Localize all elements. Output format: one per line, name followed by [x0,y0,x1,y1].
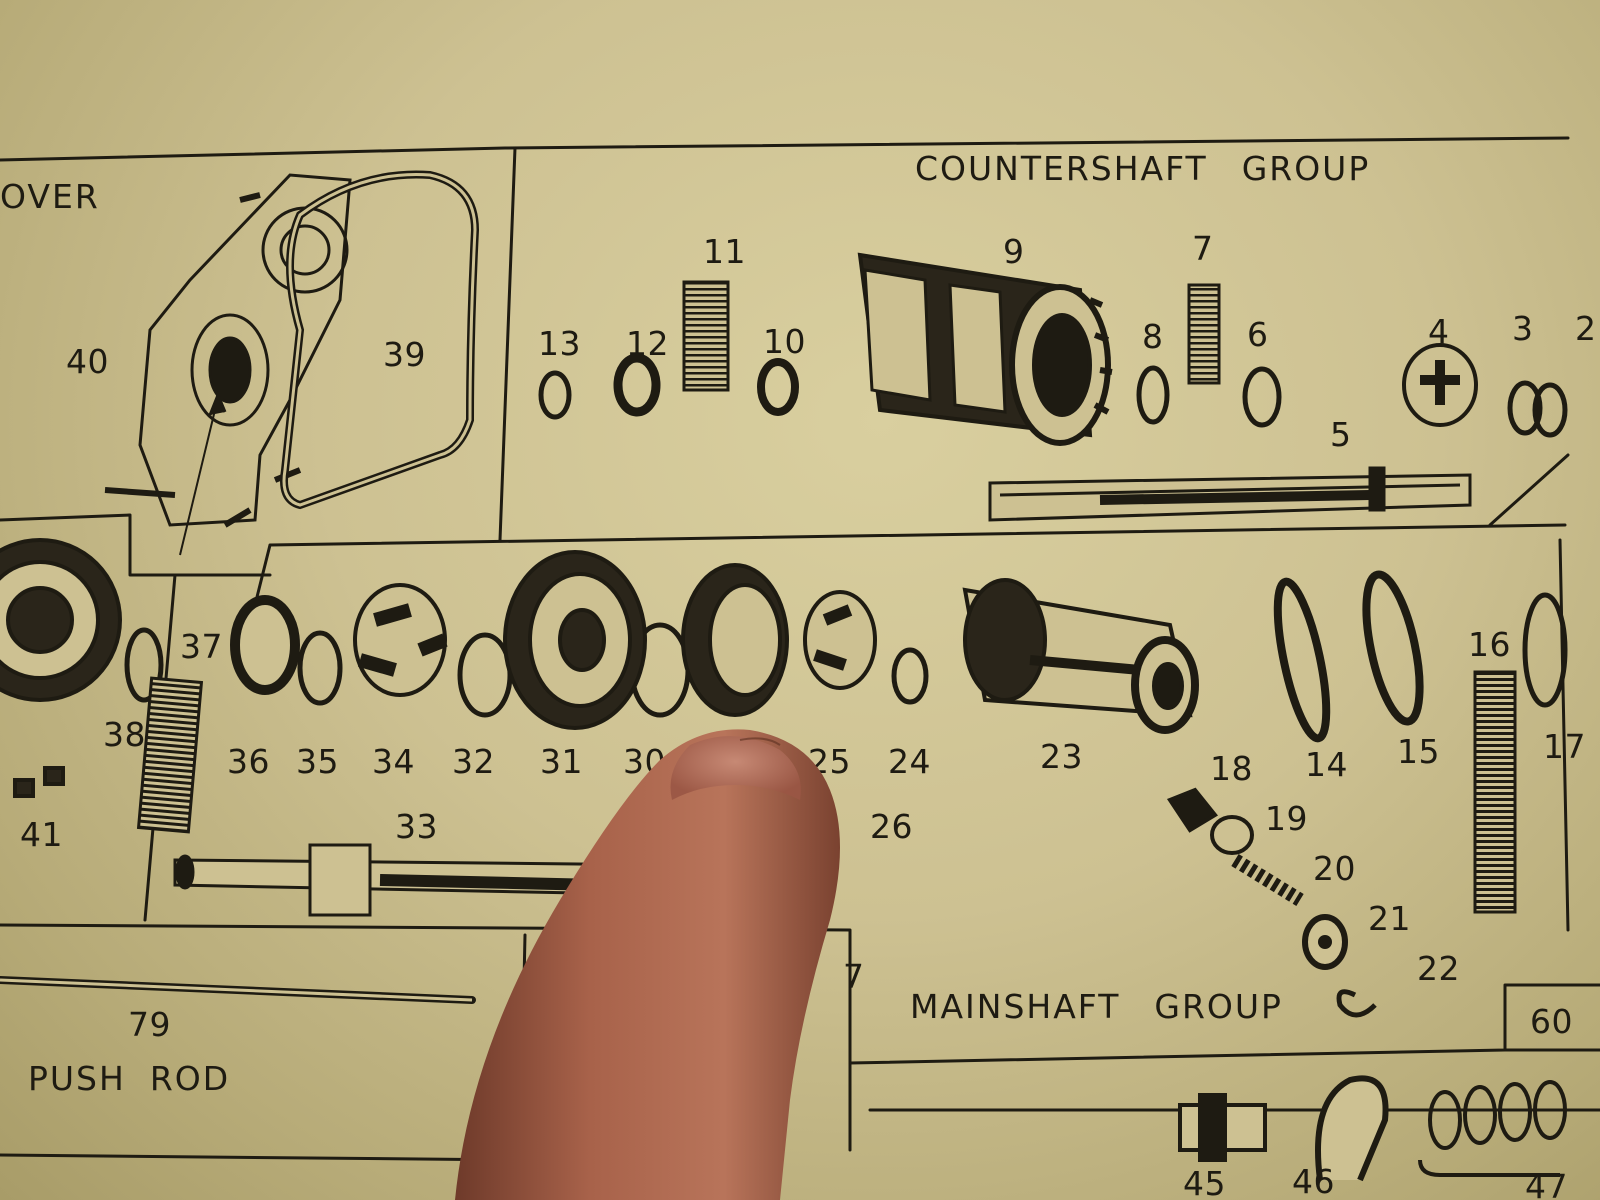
ratchet-gear [1402,343,1478,427]
part-label-46: 46 [1292,1162,1335,1200]
part-label-26: 26 [870,807,913,846]
part-label-23: 23 [1040,737,1083,776]
lower-parts [1178,1075,1567,1182]
part-label-8: 8 [1142,317,1164,356]
part-label-20: 20 [1313,849,1356,888]
part-label-39: 39 [383,335,426,374]
part-label-3: 3 [1512,309,1534,348]
part-label-17: 17 [1543,727,1586,766]
countershaft-group-title: COUNTERSHAFT GROUP [915,152,1370,185]
push-word: PUSH [28,1059,126,1098]
part-label-34: 34 [372,742,415,781]
frame-bottom-line [0,923,852,1152]
part-label-5: 5 [1330,415,1352,454]
mainshaft [173,843,682,917]
selector-quadrant [1315,1075,1389,1182]
mainshaft-gears [353,550,1199,734]
part-label-41: 41 [20,815,63,854]
part-label-7: 7 [1192,229,1214,268]
part-label-35: 35 [296,742,339,781]
countershaft-cluster-gear [857,252,1113,446]
gear-31 [503,550,647,730]
part-label-2: 2 [1575,309,1597,348]
part-label-4: 4 [1428,312,1450,351]
cover-title-partial: OVER [0,177,100,216]
gear-26 [681,563,789,717]
gearbox-inner-cover [104,173,352,556]
dog-clutch-25 [803,590,877,690]
part-label-47: 47 [1525,1167,1568,1200]
gear-sleeve-23 [962,578,1199,734]
frame-divider-countershaft [498,146,517,542]
frame-right-edge [1488,453,1570,932]
part-label-24: 24 [888,742,931,781]
part-label-36: 36 [227,742,270,781]
countershaft-parts [538,280,1568,438]
part-label-40: 40 [66,342,109,381]
mainshaft-group-title: MAINSHAFT GROUP [910,990,1283,1023]
part-label-79: 79 [128,1005,171,1044]
part-label-22: 22 [1417,949,1460,988]
part-label-6: 6 [1247,315,1269,354]
part-label-38: 38 [103,715,146,754]
detent-plunger-parts [1166,787,1348,970]
part-label-19: 19 [1265,799,1308,838]
frame-top-line [0,136,1570,162]
part-label-13: 13 [538,324,581,363]
gearbox-sprocket [0,538,122,798]
frame-mainshaft-lower [848,983,1600,1065]
countershaft-group-word: GROUP [1241,149,1371,188]
frame-left-box [0,513,272,577]
part-label-33: 33 [395,807,438,846]
part-label-21: 21 [1368,899,1411,938]
part-label-60: 60 [1530,1002,1573,1041]
dog-clutch-34 [353,583,448,697]
rod-word: ROD [149,1059,231,1098]
push-rod-title: PUSH ROD [28,1062,230,1095]
part-label-32: 32 [452,742,495,781]
mainshaft-word: MAINSHAFT [910,987,1121,1026]
part-label-45: 45 [1183,1164,1226,1200]
countershaft [988,466,1472,522]
countershaft-word: COUNTERSHAFT [915,149,1208,188]
part-label-30: 30 [623,742,666,781]
part-label-25: 25 [808,742,851,781]
part-label-12: 12 [626,324,669,363]
part-label-14: 14 [1305,745,1348,784]
frame-lower-divider [0,933,527,1172]
part-label-10: 10 [763,322,806,361]
cover-gasket [280,170,480,510]
part-label-7-partial: 7 [843,957,865,996]
part-label-11: 11 [703,232,746,271]
part-label-31: 31 [540,742,583,781]
part-label-16: 16 [1468,625,1511,664]
part-label-15: 15 [1397,732,1440,771]
part-label-9: 9 [1003,232,1025,271]
mainshaft-group-word: GROUP [1154,987,1283,1026]
part-label-18: 18 [1210,749,1253,788]
part-label-37: 37 [180,627,223,666]
